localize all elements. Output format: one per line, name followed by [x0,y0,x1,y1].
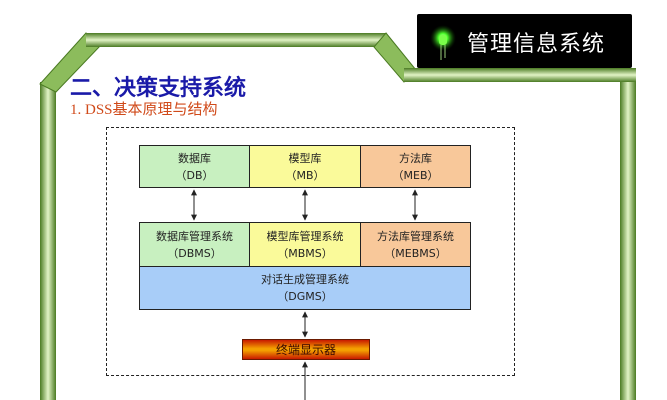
green-led-icon [430,25,456,60]
box-database: 数据库 （DB） [139,145,250,188]
frame-top-bar [86,33,386,47]
box-method-base: 方法库 （MEB） [360,145,471,188]
box-mebms-abbr: （MEBMS） [384,246,447,260]
box-method-base-name: 方法库 [399,151,432,165]
box-dbms-name: 数据库管理系统 [156,229,233,243]
box-model-base-abbr: （MB） [285,168,325,182]
box-model-base: 模型库 （MB） [249,145,361,188]
box-mbms-name: 模型库管理系统 [266,229,344,243]
frame-left-bar [40,82,56,400]
title-badge: 管理信息系统 [417,14,632,68]
box-dbms: 数据库管理系统 （DBMS） [139,222,250,267]
dss-boundary [106,127,515,376]
box-mbms-abbr: （MBMS） [277,246,333,260]
frame-top-right-bar [404,68,636,82]
frame-right-bar [620,82,636,400]
box-dgms-abbr: （DGMS） [277,290,333,303]
box-dgms-name: 对话生成管理系统 [261,273,349,286]
box-dgms: 对话生成管理系统 （DGMS） [139,266,471,310]
box-mbms: 模型库管理系统 （MBMS） [249,222,361,267]
box-dbms-abbr: （DBMS） [167,246,222,260]
box-database-abbr: （DB） [175,168,214,182]
box-method-base-abbr: （MEB） [392,168,439,182]
section-title: 二、决策支持系统 [70,76,247,101]
box-mebms-name: 方法库管理系统 [377,229,454,243]
box-database-name: 数据库 [178,151,211,165]
box-terminal-display: 终端显示器 [242,339,370,360]
box-mebms: 方法库管理系统 （MEBMS） [360,222,471,267]
subsection-title: 1. DSS基本原理与结构 [70,102,218,118]
badge-title: 管理信息系统 [467,32,606,57]
box-model-base-name: 模型库 [288,151,322,165]
